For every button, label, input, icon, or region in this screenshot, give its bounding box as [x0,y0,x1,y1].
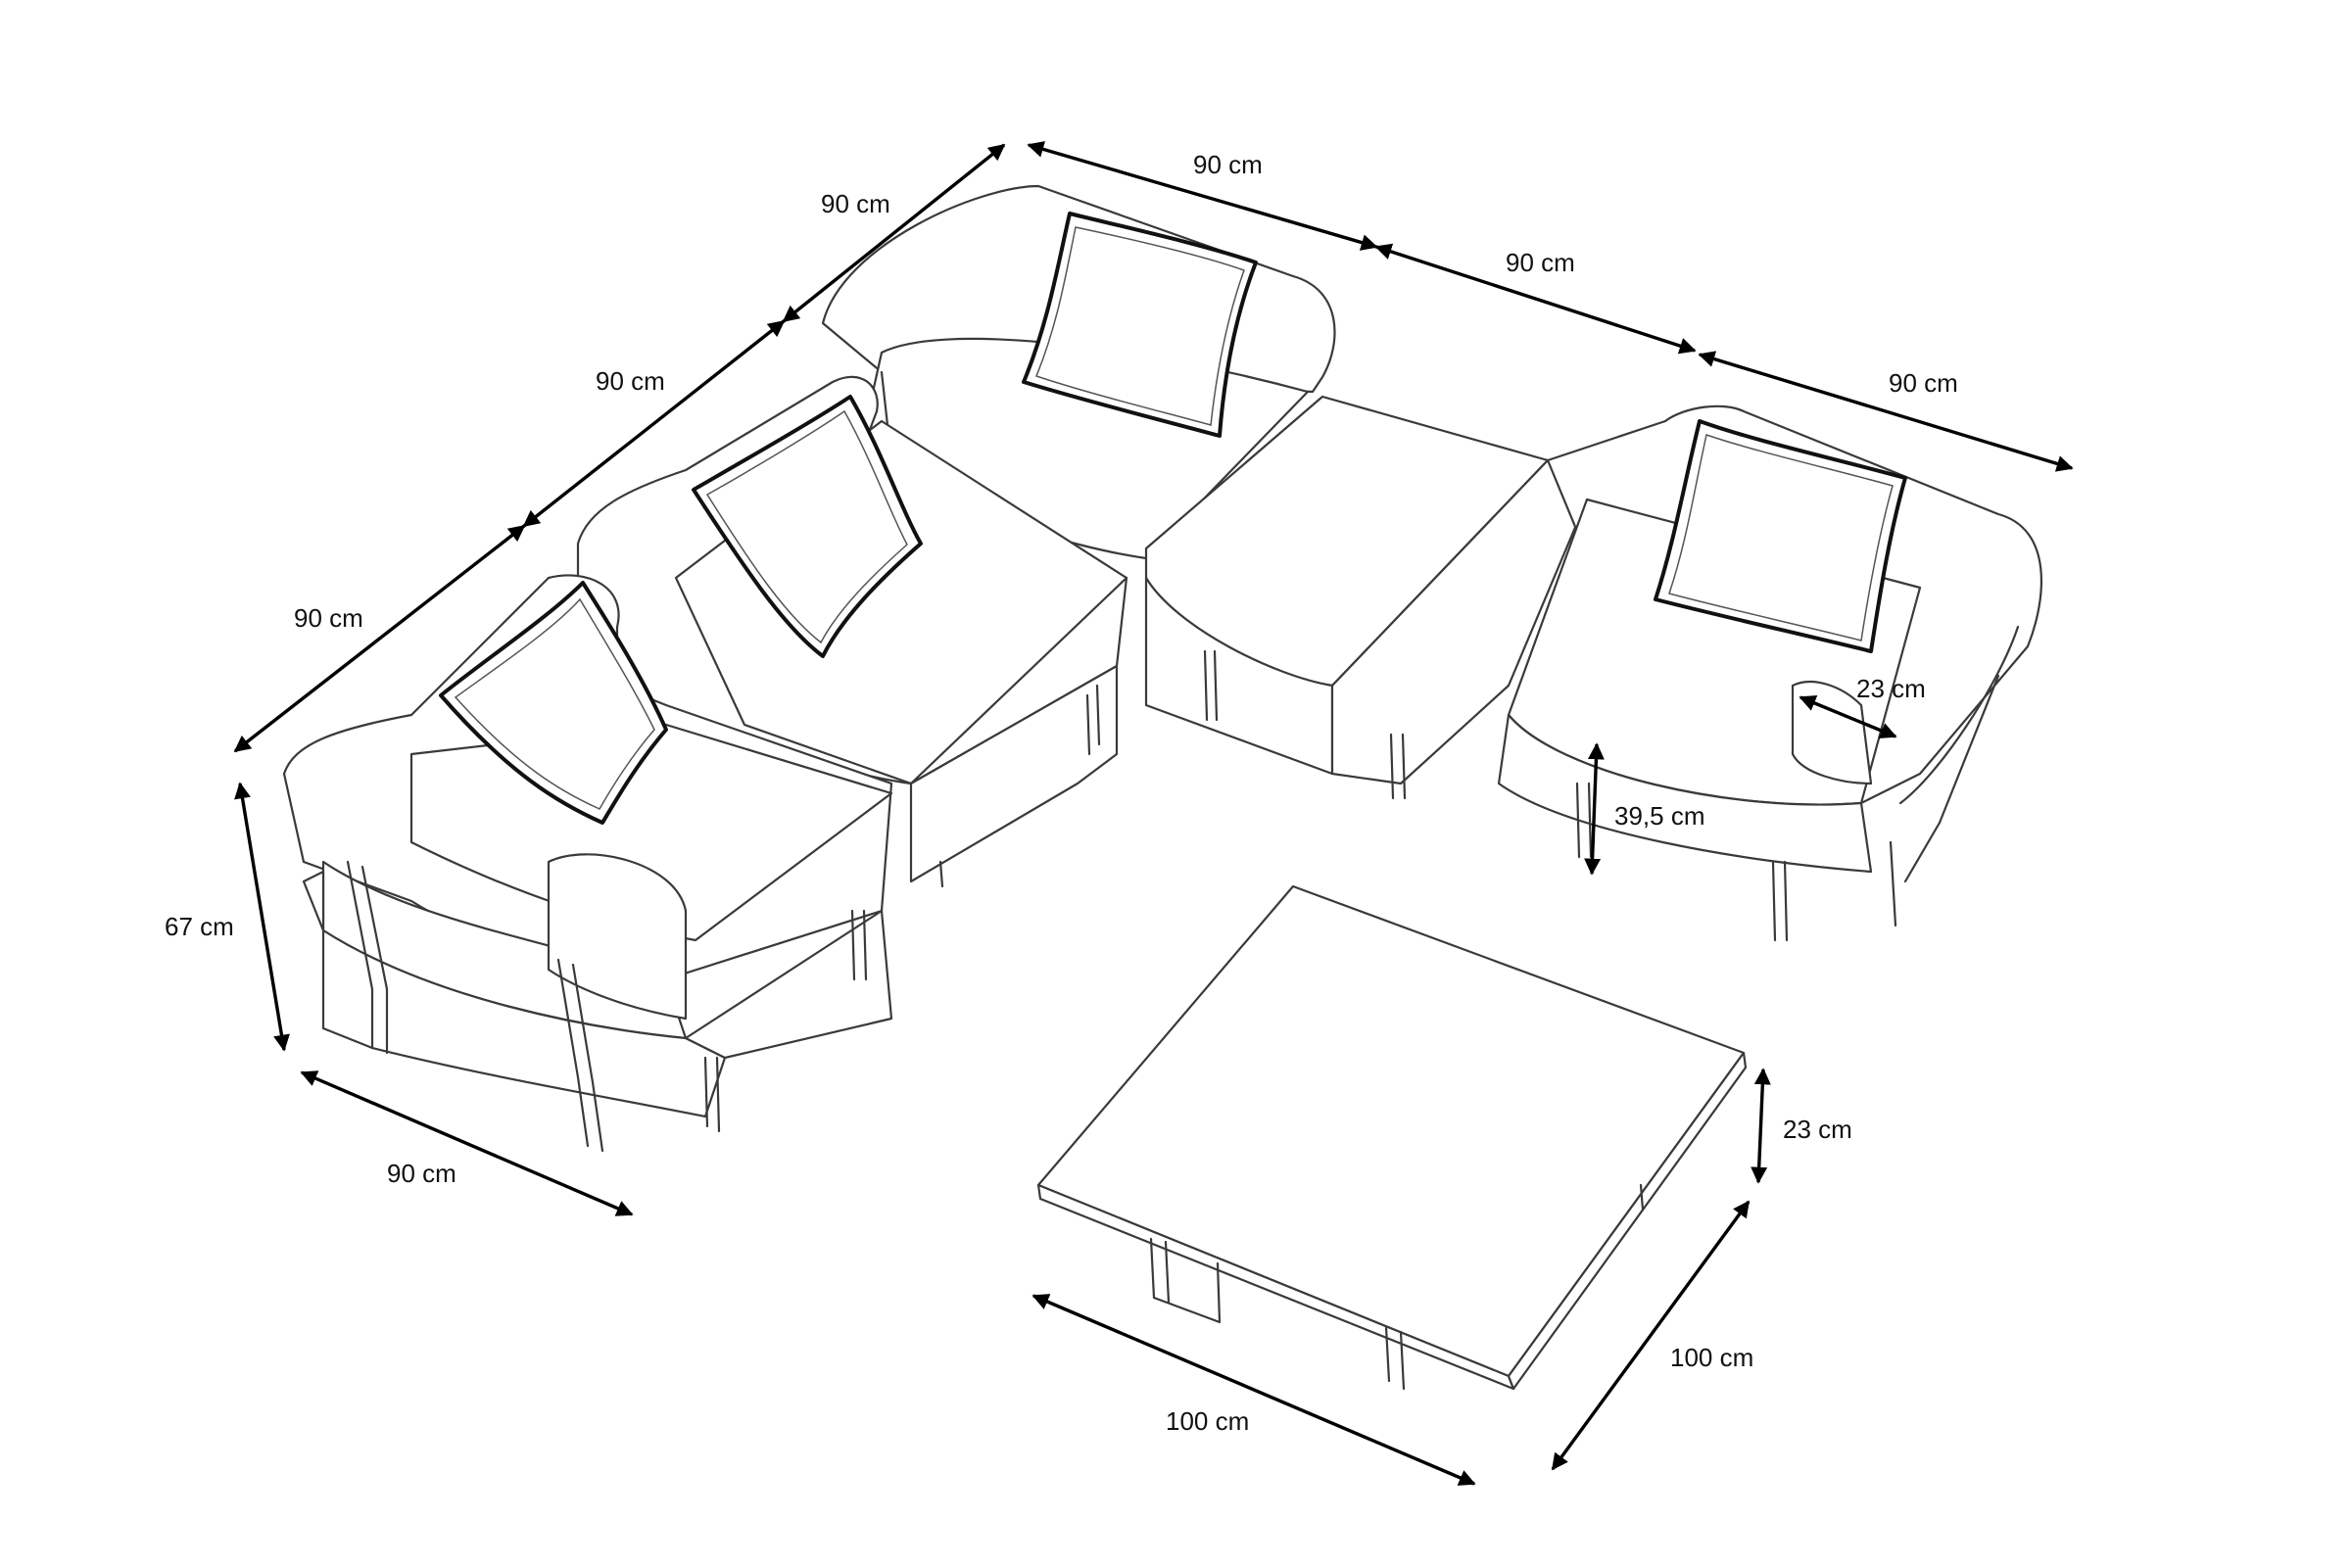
dim-label-back-left: 90 cm [1193,150,1263,179]
dim-label-left-upper: 90 cm [596,366,665,396]
dim-label-seat-height: 39,5 cm [1614,801,1705,831]
dim-label-table-height: 23 cm [1783,1115,1852,1144]
dim-label-table-width: 100 cm [1670,1343,1753,1372]
dim-label-back-top: 90 cm [821,189,890,218]
dim-label-front-depth: 90 cm [387,1159,456,1188]
dim-label-height: 67 cm [165,912,234,941]
dimension-labels: 90 cm 90 cm 90 cm 90 cm 90 cm 90 cm 67 c… [165,150,1958,1436]
dim-label-left-lower: 90 cm [294,603,363,633]
coffee-table [1036,884,1748,1391]
dim-label-arm-width: 23 cm [1856,674,1926,703]
dim-label-back-right: 90 cm [1889,368,1958,398]
pillow-front-corner [439,581,668,825]
dim-label-table-length: 100 cm [1166,1406,1249,1436]
dim-label-back-mid: 90 cm [1506,248,1575,277]
dimension-lines [233,141,2074,1486]
sofa-module-center-ottoman [1144,395,1589,800]
